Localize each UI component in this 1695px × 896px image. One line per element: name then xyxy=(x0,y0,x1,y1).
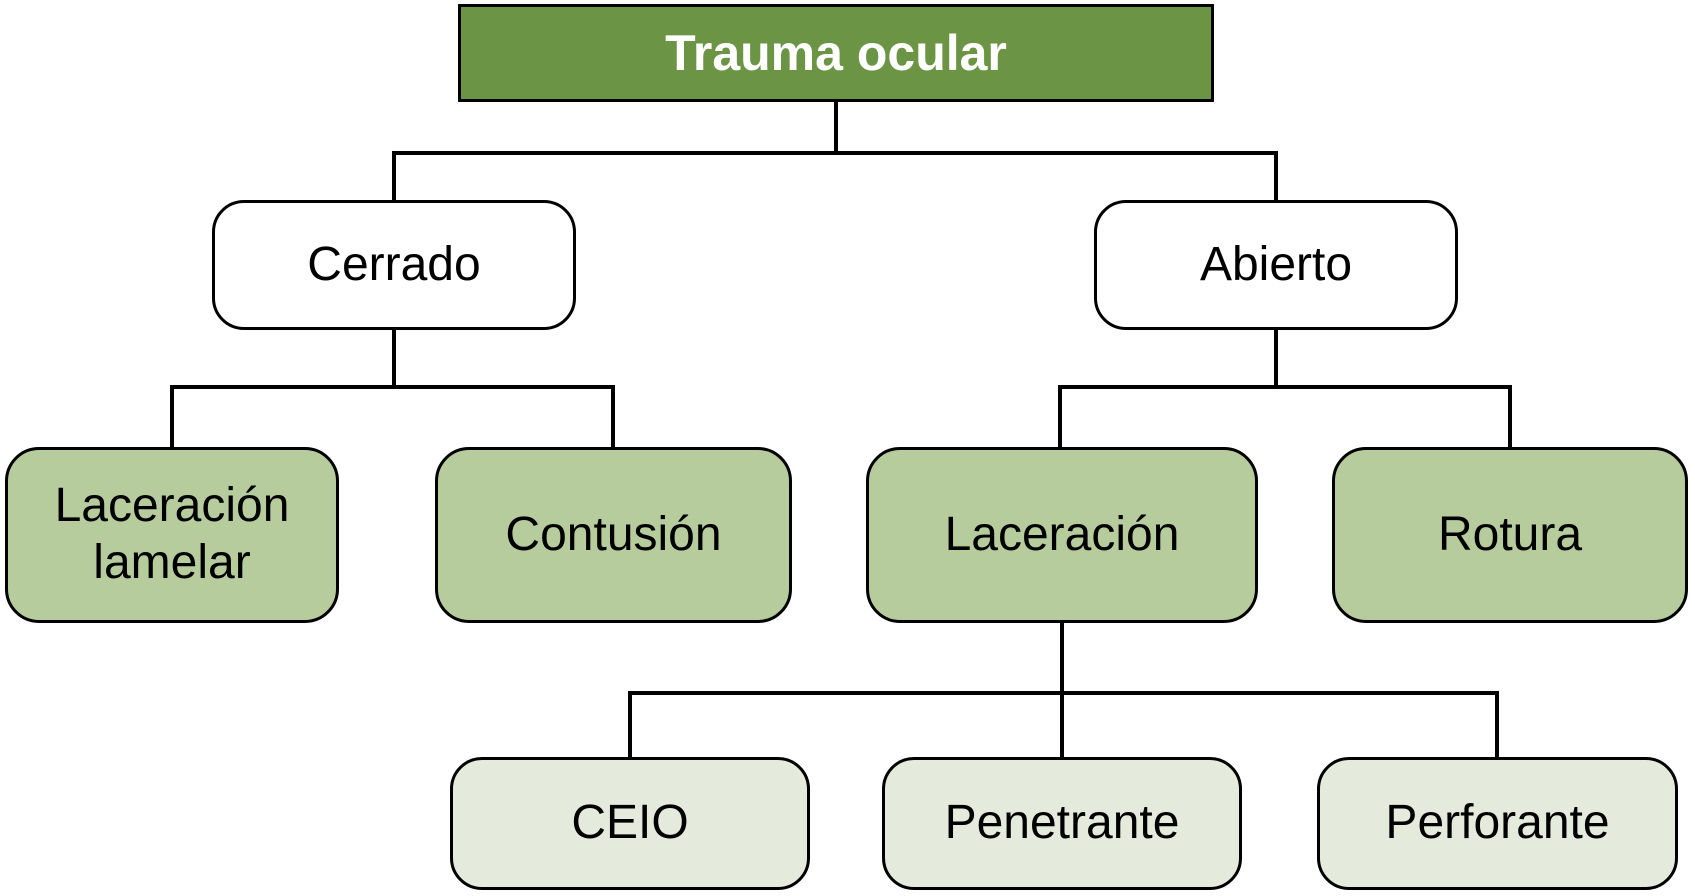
node-penetrante: Penetrante xyxy=(882,757,1242,890)
connector-cerrado-to-children xyxy=(170,328,615,449)
node-rotura: Rotura xyxy=(1332,447,1688,623)
connector-laceracion-to-children xyxy=(628,621,1499,759)
node-trauma-ocular: Trauma ocular xyxy=(458,4,1214,102)
node-cerrado: Cerrado xyxy=(212,200,576,330)
node-laceracion-lamelar: Laceración lamelar xyxy=(5,447,339,623)
node-perforante: Perforante xyxy=(1317,757,1678,890)
node-contusion: Contusión xyxy=(435,447,792,623)
connector-root-to-level2 xyxy=(392,100,1278,202)
node-ceio: CEIO xyxy=(450,757,810,890)
connector-abierto-to-children xyxy=(1058,328,1512,449)
node-abierto: Abierto xyxy=(1094,200,1458,330)
node-laceracion: Laceración xyxy=(866,447,1258,623)
